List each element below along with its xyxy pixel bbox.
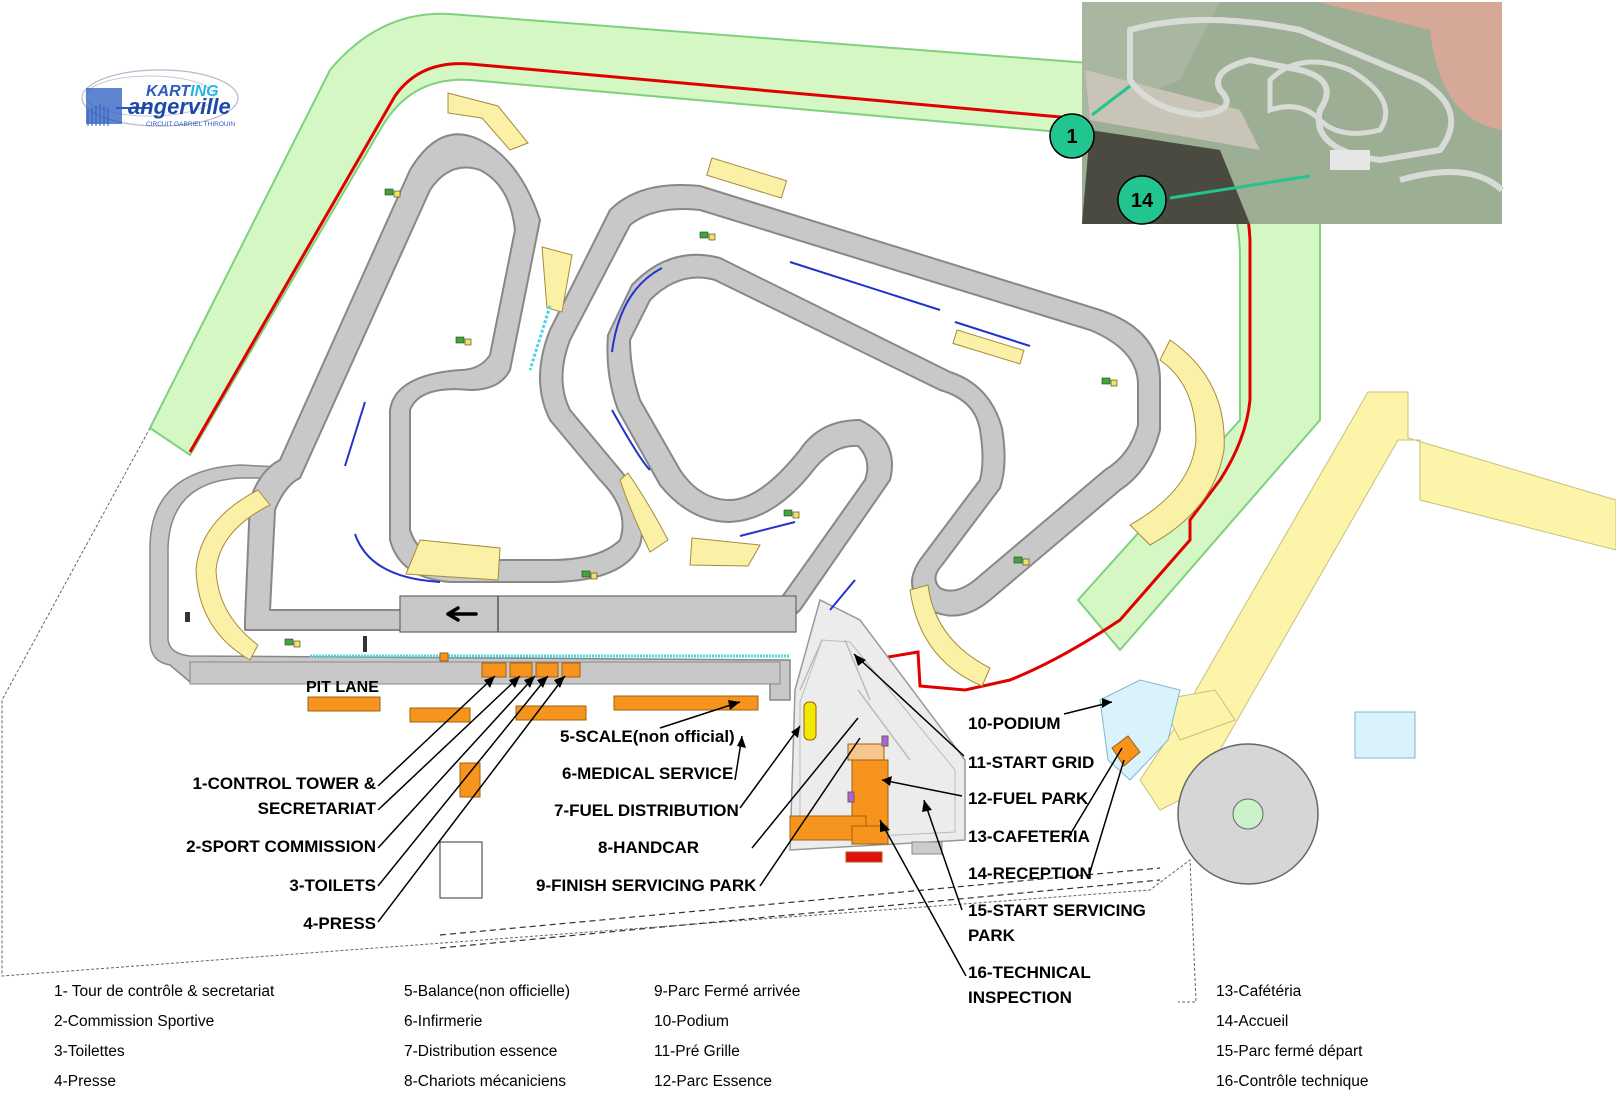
- callout-16a: 16-TECHNICAL: [968, 963, 1091, 982]
- legend-2: 2-Commission Sportive: [54, 1013, 214, 1030]
- marshal-posts: [284, 188, 1118, 648]
- race-track-inner: [269, 166, 1139, 611]
- inset-marker-14-text: 14: [1131, 190, 1154, 212]
- blue-lines: [344, 261, 1031, 611]
- legend-1: 1- Tour de contrôle & secretariat: [54, 983, 275, 1000]
- legend-6: 6-Infirmerie: [404, 1013, 482, 1030]
- callout-1b: SECRETARIAT: [258, 799, 377, 818]
- callout-16b: INSPECTION: [968, 988, 1072, 1007]
- property-boundary: [1, 427, 1197, 1003]
- callout-5: 5-SCALE(non official): [560, 727, 735, 746]
- legend-14: 14-Accueil: [1216, 1013, 1288, 1030]
- legend-12: 12-Parc Essence: [654, 1073, 772, 1090]
- legend-15: 15-Parc fermé départ: [1216, 1043, 1363, 1060]
- cyan-fence: [528, 305, 552, 371]
- logo-kart-b: ING: [190, 83, 218, 100]
- dark-post-2: [363, 636, 367, 652]
- direction-arrow: [446, 606, 478, 622]
- logo-tagline: CIRCUIT GABRIEL THIROUIN: [146, 121, 235, 128]
- legend-5: 5-Balance(non officielle): [404, 983, 570, 1000]
- callout-11: 11-START GRID: [968, 753, 1094, 772]
- logo-main: angerville: [128, 94, 231, 119]
- callout-14: 14-RECEPTION: [968, 864, 1092, 883]
- callout-3: 3-TOILETS: [289, 876, 376, 895]
- callout-2: 2-SPORT COMMISSION: [186, 837, 376, 856]
- logo: KARTING angerville CIRCUIT GABRIEL THIRO…: [81, 69, 239, 128]
- buffer-zones: [195, 92, 1225, 687]
- callout-15b: PARK: [968, 926, 1016, 945]
- legend-13: 13-Cafétéria: [1216, 983, 1302, 1000]
- legend-8: 8-Chariots mécaniciens: [404, 1073, 566, 1090]
- pit-lane-label: PIT LANE: [306, 679, 379, 696]
- inset-marker-1: [1049, 113, 1095, 159]
- inset-marker-1-text: 1: [1066, 126, 1077, 148]
- legend-11: 11-Pré Grille: [654, 1043, 740, 1060]
- legend-3: 3-Toilettes: [54, 1043, 125, 1060]
- legend-10: 10-Podium: [654, 1013, 729, 1030]
- paddock-finger: [1159, 689, 1236, 741]
- callout-13: 13-CAFETERIA: [968, 827, 1090, 846]
- legend: 1- Tour de contrôle & secretariat 2-Comm…: [54, 983, 1369, 1090]
- reception-building: [1111, 735, 1141, 767]
- park-buildings: [789, 701, 943, 863]
- barrier-line: [188, 62, 1252, 692]
- callout-6: 6-MEDICAL SERVICE: [562, 764, 733, 783]
- callout-8: 8-HANDCAR: [598, 838, 699, 857]
- callout-10: 10-PODIUM: [968, 714, 1061, 733]
- legend-4: 4-Presse: [54, 1073, 116, 1090]
- callout-1a: 1-CONTROL TOWER &: [192, 774, 376, 793]
- legend-9: 9-Parc Fermé arrivée: [654, 983, 800, 1000]
- cafe-annex: [1354, 711, 1416, 759]
- callout-4: 4-PRESS: [303, 914, 376, 933]
- legend-16: 16-Contrôle technique: [1216, 1073, 1369, 1090]
- inset-marker-14: [1117, 175, 1167, 225]
- service-road-lines: [439, 867, 1161, 949]
- logo-kart-a: KART: [146, 83, 191, 100]
- callout-arrowheads: [484, 654, 1112, 832]
- callout-7: 7-FUEL DISTRIBUTION: [554, 801, 739, 820]
- callout-15a: 15-START SERVICING: [968, 901, 1146, 920]
- legend-7: 7-Distribution essence: [404, 1043, 557, 1060]
- callout-12: 12-FUEL PARK: [968, 789, 1089, 808]
- roundabout-centre: [1232, 798, 1264, 830]
- pit-lanes-in-park: [799, 639, 911, 761]
- dark-post: [185, 612, 190, 622]
- photo-inset: 1 14: [1049, 2, 1505, 225]
- callout-lines: [377, 653, 1125, 977]
- toilets-block: [439, 841, 483, 899]
- logo-kart: KARTING: [146, 83, 219, 100]
- callout-9: 9-FINISH SERVICING PARK: [536, 876, 757, 895]
